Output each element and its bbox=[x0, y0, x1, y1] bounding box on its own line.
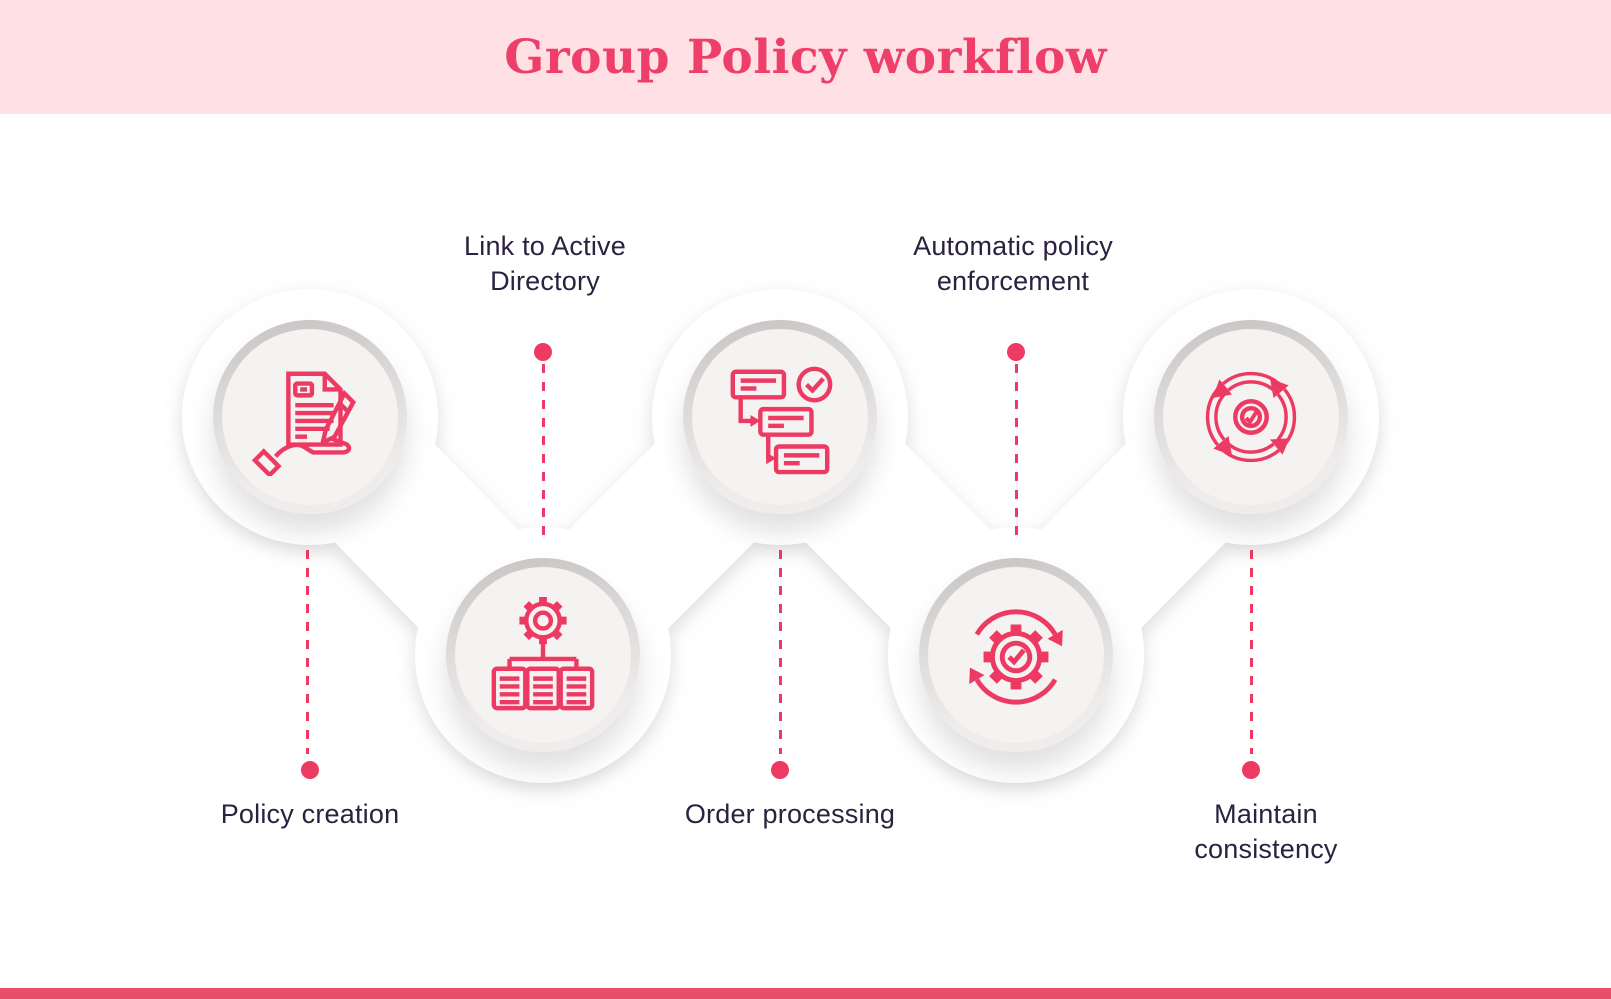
header-band: Group Policy workflow bbox=[0, 0, 1611, 114]
node-ring bbox=[1154, 320, 1348, 514]
node-disc bbox=[455, 567, 631, 743]
step-node-policy-enforcement bbox=[888, 527, 1144, 783]
step-node-maintain-consistency bbox=[1123, 289, 1379, 545]
step-node-order-processing bbox=[652, 289, 908, 545]
timeline-dot-step4 bbox=[1007, 343, 1025, 361]
step-node-active-directory bbox=[415, 527, 671, 783]
node-ring bbox=[446, 558, 640, 752]
dashed-connector-step5 bbox=[1250, 550, 1253, 754]
gear-hierarchy-documents-icon bbox=[491, 596, 595, 711]
step-label-maintain-consistency: Maintain consistency bbox=[1194, 799, 1338, 864]
page-title: Group Policy workflow bbox=[504, 29, 1107, 85]
timeline-dot-step3 bbox=[771, 761, 789, 779]
node-ring bbox=[919, 558, 1113, 752]
step-label-policy-creation: Policy creation bbox=[220, 799, 400, 829]
node-disc bbox=[692, 329, 868, 505]
step-label-policy-enforcement: Automatic policy enforcement bbox=[913, 231, 1113, 296]
node-disc bbox=[928, 567, 1104, 743]
footer-accent-bar bbox=[0, 988, 1611, 999]
node-disc bbox=[1163, 329, 1339, 505]
node-disc bbox=[222, 329, 398, 505]
gear-check-cycle-icon bbox=[969, 609, 1063, 705]
timeline-dot-step1 bbox=[301, 761, 319, 779]
node-ring bbox=[683, 320, 877, 514]
dashed-connector-step4 bbox=[1015, 364, 1018, 540]
dashed-connector-step2 bbox=[542, 364, 545, 540]
timeline-dot-step5 bbox=[1242, 761, 1260, 779]
sequenced-messages-check-icon bbox=[730, 366, 833, 475]
document-pencil-hand-icon bbox=[251, 371, 356, 476]
step-label-active-directory: Link to Active Directory bbox=[464, 231, 626, 296]
node-ring bbox=[213, 320, 407, 514]
timeline-dot-step2 bbox=[534, 343, 552, 361]
dashed-connector-step1 bbox=[306, 550, 309, 754]
step-label-order-processing: Order processing bbox=[684, 799, 896, 829]
sync-arrows-check-icon bbox=[1205, 371, 1297, 463]
step-node-policy-creation bbox=[182, 289, 438, 545]
dashed-connector-step3 bbox=[779, 550, 782, 754]
